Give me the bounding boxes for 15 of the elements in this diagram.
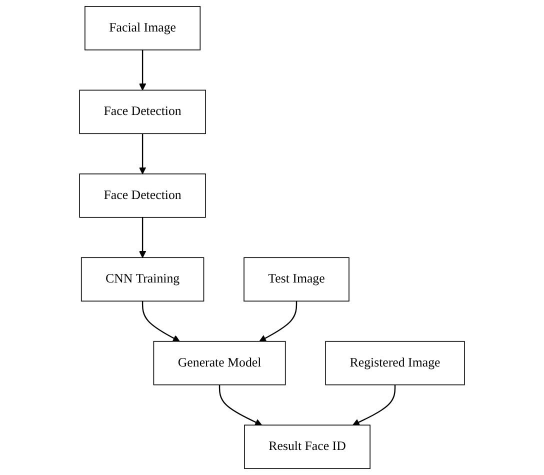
node-box: Facial Image xyxy=(84,6,201,50)
node-box: Generate Model xyxy=(153,340,286,386)
arrow xyxy=(352,384,396,426)
arrow xyxy=(139,50,146,90)
node-box: Face Detection xyxy=(79,174,206,218)
arrow xyxy=(139,134,146,174)
node-box: Registered Image xyxy=(325,340,465,386)
node-box: Test Image xyxy=(244,257,350,302)
arrow xyxy=(139,217,146,258)
arrow xyxy=(142,301,180,342)
node-box: Face Detection xyxy=(79,90,206,134)
node-box: CNN Training xyxy=(80,257,204,302)
arrow xyxy=(259,301,298,342)
arrow xyxy=(218,384,262,426)
node-box: Result Face ID xyxy=(244,424,370,469)
